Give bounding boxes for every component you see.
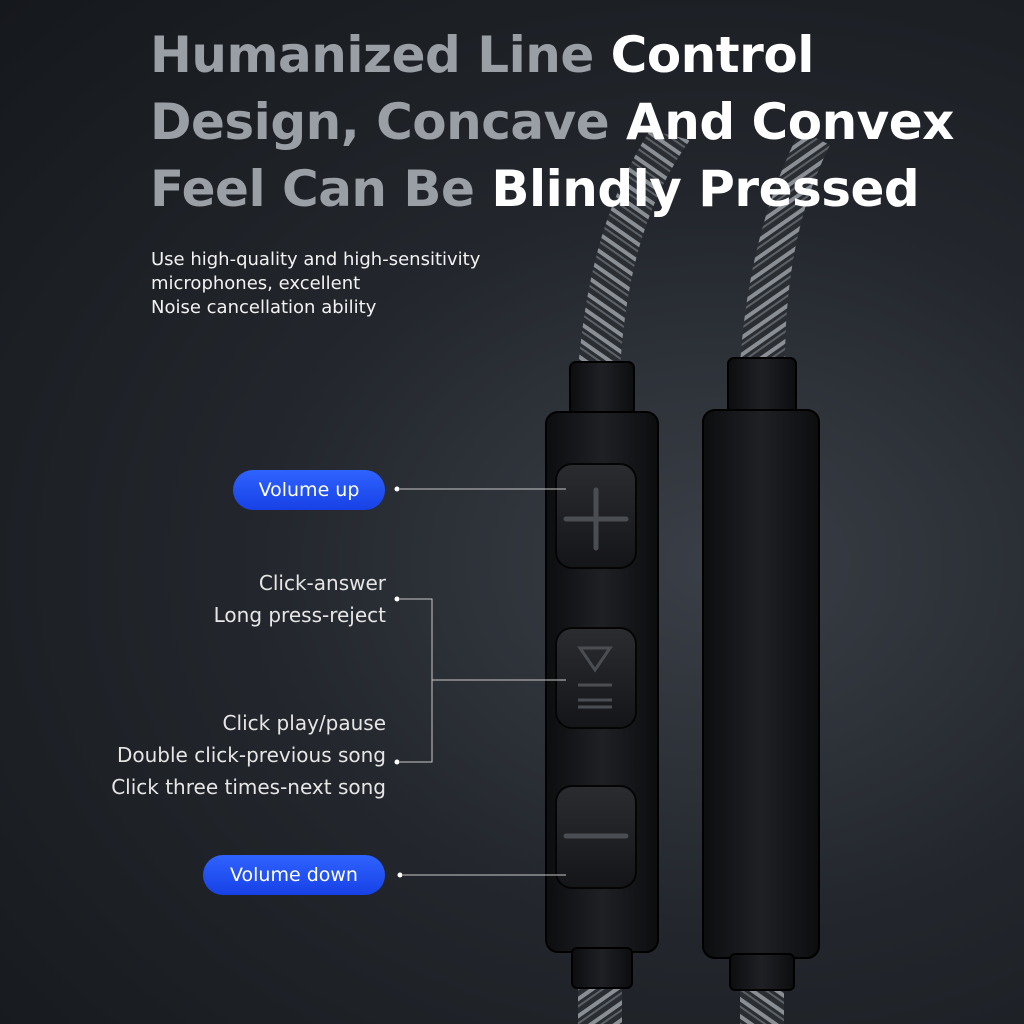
volume-down-label: Volume down — [203, 855, 385, 895]
headline-line-2: Design, Concave And Convex — [150, 93, 954, 151]
subtitle-line-1: Use high-quality and high-sensitivity — [151, 249, 481, 270]
plus-icon — [563, 487, 629, 551]
right-cable — [740, 130, 830, 1024]
volume-up-button[interactable] — [555, 463, 637, 569]
long-press-reject-label: Long press-reject — [213, 603, 386, 627]
right-remote — [702, 357, 820, 991]
play-icon — [577, 646, 613, 709]
subtitle: Use high-quality and high-sensitivity mi… — [151, 248, 551, 320]
click-play-pause-label: Click play/pause — [222, 711, 386, 735]
volume-up-label: Volume up — [233, 470, 385, 510]
subtitle-line-2: microphones, excellent — [151, 273, 361, 294]
headline-line-3: Feel Can Be Blindly Pressed — [150, 160, 920, 218]
subtitle-line-3: Noise cancellation ability — [151, 297, 377, 318]
headline-line-1: Humanized Line Control — [150, 26, 814, 84]
double-click-previous-label: Double click-previous song — [116, 743, 386, 767]
leader-lines — [394, 486, 566, 878]
click-three-next-label: Click three times-next song — [111, 775, 386, 799]
volume-down-button[interactable] — [555, 785, 637, 889]
click-answer-label: Click-answer — [258, 571, 386, 595]
headline: Humanized Line Control Design, Concave A… — [150, 22, 1010, 223]
play-pause-button[interactable] — [555, 627, 637, 729]
